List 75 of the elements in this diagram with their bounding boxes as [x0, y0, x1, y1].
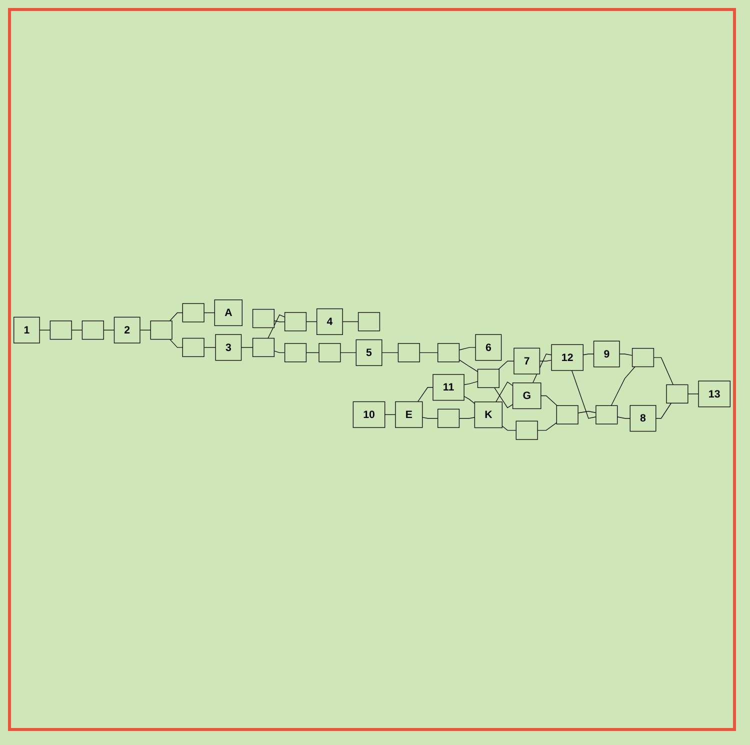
node-box: 11: [432, 374, 464, 400]
node-box: [182, 303, 204, 322]
connector: [582, 353, 594, 356]
connector: [240, 346, 254, 348]
connector: [540, 395, 558, 406]
node-box: 5: [356, 339, 382, 366]
node-box: [666, 384, 688, 404]
connector: [539, 360, 552, 362]
connector: [578, 410, 596, 414]
connector: [419, 352, 438, 353]
connector: [306, 352, 320, 353]
connector: [382, 352, 399, 353]
connector: [340, 352, 356, 353]
node-box: [252, 338, 275, 357]
node-box: [516, 420, 538, 440]
node-box: 7: [514, 348, 540, 374]
connector: [268, 314, 286, 338]
node-box: G: [512, 382, 542, 409]
connector: [458, 346, 476, 350]
node-box: 3: [215, 334, 242, 361]
node-box: 10: [352, 401, 386, 428]
connector: [617, 416, 630, 419]
connector: [688, 393, 699, 394]
connector: [204, 346, 216, 348]
connector: [422, 416, 438, 419]
connector: [274, 320, 286, 322]
node-box: K: [474, 401, 503, 428]
node-box: [284, 312, 307, 332]
node-box: [50, 320, 72, 340]
connector: [169, 338, 183, 348]
connector: [417, 386, 434, 402]
connector: [502, 425, 516, 430]
connector: [464, 396, 476, 404]
node-box: 8: [630, 404, 656, 432]
node-box: [252, 308, 275, 328]
node-box: [556, 405, 578, 424]
connector: [458, 359, 478, 372]
node-box: 13: [698, 380, 731, 408]
node-box: [318, 342, 341, 362]
node-box: 6: [475, 334, 502, 361]
connector: [169, 312, 183, 322]
connector: [342, 321, 359, 322]
node-box: [477, 368, 500, 388]
node-box: A: [214, 299, 243, 326]
connector: [537, 422, 557, 430]
connector: [496, 381, 514, 402]
connector: [306, 321, 318, 322]
node-box: 9: [593, 340, 620, 368]
connector: [610, 366, 636, 406]
node-box: [182, 338, 204, 357]
connector: [494, 387, 514, 408]
connector: [619, 353, 633, 356]
connector: [656, 402, 672, 419]
connector: [458, 416, 476, 419]
node-box: [437, 408, 460, 428]
connector: [498, 360, 514, 370]
node-box: [284, 342, 307, 362]
connector: [571, 370, 596, 419]
node-box: [82, 320, 104, 340]
node-box: 12: [551, 344, 584, 371]
node-box: [358, 312, 380, 332]
node-box: 4: [316, 308, 343, 335]
node-box: [437, 342, 460, 362]
connector: [274, 350, 286, 353]
node-box: 1: [13, 316, 40, 344]
connector: [653, 357, 674, 385]
connector: [464, 380, 478, 385]
node-box: 2: [114, 316, 140, 344]
node-box: [398, 342, 420, 362]
node-box: [632, 348, 654, 367]
connector: [384, 414, 396, 415]
connector: [204, 312, 215, 313]
node-box: [150, 320, 172, 340]
node-box: [596, 405, 618, 424]
node-box: E: [395, 401, 423, 428]
